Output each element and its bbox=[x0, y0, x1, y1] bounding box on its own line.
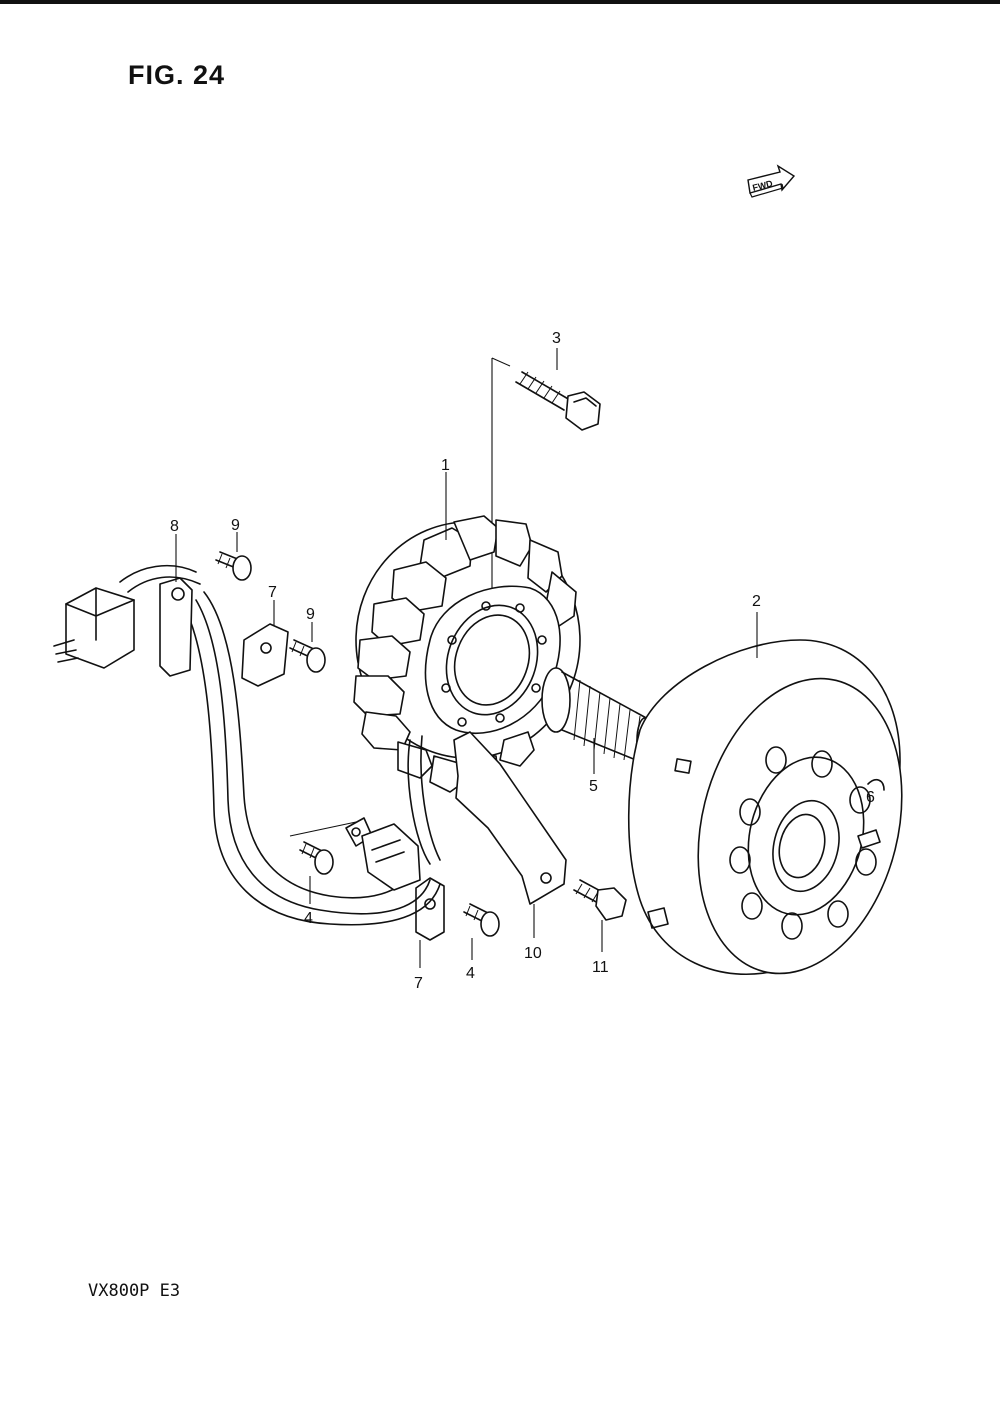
screw-part-4-lower bbox=[463, 903, 500, 960]
callout-8: 8 bbox=[170, 518, 179, 535]
coupler-connector bbox=[53, 587, 135, 669]
callout-10: 10 bbox=[524, 945, 542, 962]
callout-9-lower: 9 bbox=[306, 606, 315, 623]
callout-6: 6 bbox=[866, 789, 875, 806]
screw-part-9-lower bbox=[289, 622, 326, 673]
wire-harness bbox=[119, 564, 441, 926]
callout-3: 3 bbox=[552, 330, 561, 347]
screw-part-9-upper bbox=[215, 532, 252, 581]
fwd-label: FWD bbox=[751, 178, 774, 193]
clamp-part-7-upper bbox=[241, 600, 289, 687]
callout-4-upper: 4 bbox=[304, 910, 313, 927]
callout-7-upper: 7 bbox=[268, 584, 277, 601]
top-border bbox=[0, 0, 1000, 4]
forward-arrow-icon: FWD bbox=[747, 164, 796, 198]
callout-7-lower: 7 bbox=[414, 975, 423, 992]
callout-1: 1 bbox=[441, 457, 450, 474]
clamp-part-7-lower bbox=[415, 877, 445, 968]
bracket-part-10 bbox=[453, 731, 567, 938]
key-part-6 bbox=[857, 778, 885, 849]
callout-9-upper: 9 bbox=[231, 517, 240, 534]
callout-11: 11 bbox=[592, 959, 609, 976]
rotor-part-2 bbox=[627, 612, 903, 975]
pickup-coil bbox=[289, 817, 421, 891]
clamp-part-8 bbox=[159, 534, 193, 677]
callout-2: 2 bbox=[752, 593, 761, 610]
callout-5: 5 bbox=[589, 778, 598, 795]
figure-title: FIG. 24 bbox=[128, 60, 226, 90]
bolt-part-3 bbox=[515, 348, 601, 431]
model-code: VX800P E3 bbox=[88, 1281, 181, 1301]
callout-4-lower: 4 bbox=[466, 965, 475, 982]
bolt-part-11 bbox=[573, 879, 627, 952]
screw-part-4-upper bbox=[299, 841, 334, 904]
stator-part-1 bbox=[353, 472, 581, 793]
